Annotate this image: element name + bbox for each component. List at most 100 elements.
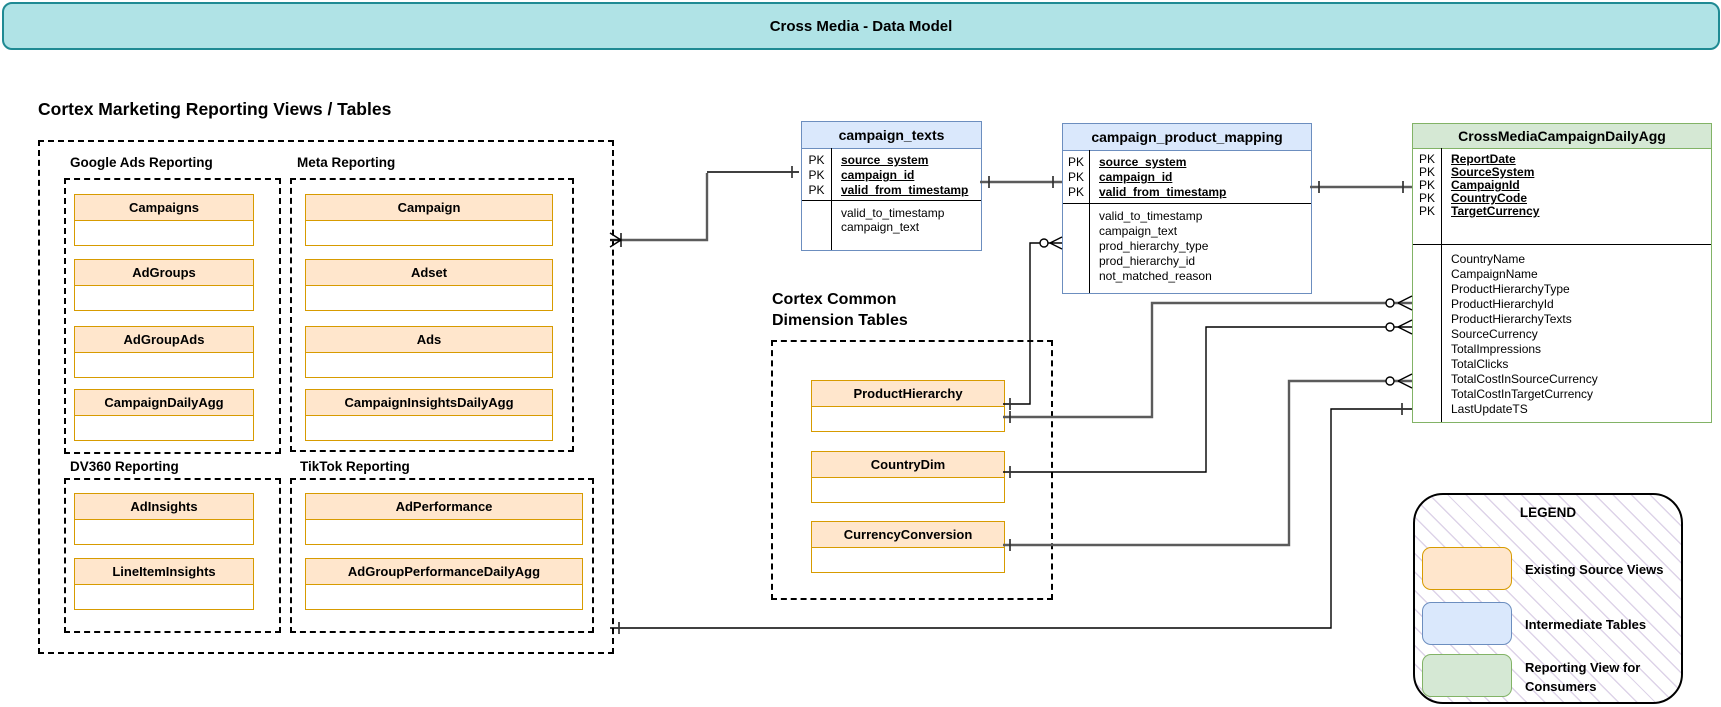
column-name: CampaignId — [1451, 177, 1520, 192]
group-tiktok-container[interactable] — [290, 478, 594, 633]
entity-producthierarchy[interactable]: ProductHierarchy — [811, 380, 1005, 432]
legend-label-intermediate-tables: Intermediate Tables — [1525, 617, 1647, 632]
rel-campaign-texts-to-campaign-product-mapping[interactable] — [980, 176, 1062, 188]
column-name: source_system — [841, 152, 929, 167]
entity-adgroupperformancedailyagg-title: AdGroupPerformanceDailyAgg — [306, 559, 582, 585]
entity-campaigndailyagg-title: CampaignDailyAgg — [75, 390, 253, 416]
pk-badge: PK — [808, 167, 825, 182]
column-name: prod_hierarchy_type — [1099, 238, 1209, 253]
column-name: ProductHierarchyTexts — [1451, 311, 1572, 326]
rel-countrydim-to-agg[interactable] — [1003, 319, 1413, 478]
column-name: campaign_text — [1099, 223, 1178, 238]
entity-lineiteminsights[interactable]: LineItemInsights — [74, 558, 254, 610]
column-name: CountryCode — [1451, 190, 1527, 205]
entity-campaign-body — [306, 221, 552, 245]
entity-campaigndailyagg[interactable]: CampaignDailyAgg — [74, 389, 254, 441]
group-dv360-container[interactable] — [64, 478, 281, 633]
entity-campaigninsightsdailyagg-title: CampaignInsightsDailyAgg — [306, 390, 552, 416]
column-name: campaign_id — [1099, 169, 1173, 184]
pk-badge: PK — [1067, 169, 1084, 184]
table-campaign-texts[interactable]: campaign_texts PK source_system PK campaig… — [801, 121, 982, 251]
legend-swatch-existing-source-views — [1422, 547, 1512, 590]
column-name: TotalCostInTargetCurrency — [1451, 386, 1594, 401]
entity-currencyconversion[interactable]: CurrencyConversion — [811, 521, 1005, 573]
pk-column-divider — [1441, 148, 1442, 422]
dimension-heading-line2: Dimension Tables — [772, 312, 908, 329]
pk-badge: PK — [1418, 151, 1435, 166]
entity-campaigns[interactable]: Campaigns — [74, 194, 254, 246]
group-label-tiktok: TikTok Reporting — [300, 459, 410, 474]
entity-adset-title: Adset — [306, 260, 552, 286]
legend-title: LEGEND — [1519, 505, 1577, 520]
legend-label-existing-source-views: Existing Source Views — [1525, 562, 1664, 577]
column-name: ProductHierarchyId — [1451, 296, 1554, 311]
entity-adgroupads-title: AdGroupAds — [75, 327, 253, 353]
entity-adgroupads[interactable]: AdGroupAds — [74, 326, 254, 378]
group-google-ads-container[interactable] — [64, 178, 281, 454]
pk-badge: PK — [1418, 190, 1435, 205]
group-label-google-ads: Google Ads Reporting — [70, 155, 213, 170]
entity-ads-body — [306, 353, 552, 377]
column-name: TotalImpressions — [1451, 341, 1542, 356]
pk-badge: PK — [1418, 164, 1435, 179]
entity-campaigns-body — [75, 221, 253, 245]
entity-lineiteminsights-body — [75, 585, 253, 609]
group-meta-container[interactable] — [290, 178, 574, 452]
column-name: valid_from_timestamp — [841, 182, 969, 197]
legend-panel[interactable]: LEGEND Existing Source Views Intermediat… — [1413, 493, 1683, 704]
entity-adperformance[interactable]: AdPerformance — [305, 493, 583, 545]
marketing-section-container[interactable] — [38, 140, 614, 654]
title-banner[interactable]: Cross Media - Data Model — [2, 2, 1720, 50]
rel-currencyconversion-to-agg[interactable] — [1003, 373, 1413, 551]
rel-producthierarchy-to-agg[interactable] — [1003, 295, 1413, 423]
column-name: ReportDate — [1451, 151, 1516, 166]
entity-adgroups[interactable]: AdGroups — [74, 259, 254, 311]
column-name: CampaignName — [1451, 266, 1538, 281]
entity-ads-title: Ads — [306, 327, 552, 353]
column-name: TargetCurrency — [1451, 203, 1540, 218]
entity-adgroupperformancedailyagg-body — [306, 585, 582, 609]
pk-badge: PK — [808, 152, 825, 167]
entity-ads[interactable]: Ads — [305, 326, 553, 378]
diagram-title: Cross Media - Data Model — [769, 17, 953, 35]
pk-column-divider — [1089, 150, 1090, 293]
column-name: SourceSystem — [1451, 164, 1535, 179]
pk-badge: PK — [1067, 154, 1084, 169]
entity-adgroupads-body — [75, 353, 253, 377]
entity-countrydim[interactable]: CountryDim — [811, 451, 1005, 503]
legend-swatch-intermediate-tables — [1422, 602, 1512, 645]
entity-adinsights-title: AdInsights — [75, 494, 253, 520]
table-campaign-texts-title: campaign_texts — [802, 122, 981, 149]
table-crossmediacampaigndailyagg-title: CrossMediaCampaignDailyAgg — [1413, 124, 1711, 149]
entity-currencyconversion-body — [812, 548, 1004, 572]
entity-currencyconversion-title: CurrencyConversion — [812, 522, 1004, 548]
table-campaign-product-mapping-title: campaign_product_mapping — [1063, 124, 1311, 151]
column-name: prod_hierarchy_id — [1099, 253, 1196, 268]
entity-adgroups-title: AdGroups — [75, 260, 253, 286]
column-name: LastUpdateTS — [1451, 401, 1528, 416]
column-name: CountryName — [1451, 251, 1526, 266]
entity-adgroups-body — [75, 286, 253, 310]
column-name: valid_to_timestamp — [1099, 208, 1203, 223]
group-label-meta: Meta Reporting — [297, 155, 396, 170]
pk-badge: PK — [808, 182, 825, 197]
entity-campaigninsightsdailyagg[interactable]: CampaignInsightsDailyAgg — [305, 389, 553, 441]
entity-adset[interactable]: Adset — [305, 259, 553, 311]
column-name: campaign_id — [841, 167, 915, 182]
entity-lineiteminsights-title: LineItemInsights — [75, 559, 253, 585]
entity-countrydim-title: CountryDim — [812, 452, 1004, 478]
dimension-section-heading: Cortex Common Dimension Tables — [772, 289, 908, 331]
rel-campaign-product-mapping-to-agg[interactable] — [1310, 181, 1412, 193]
entity-adgroupperformancedailyagg[interactable]: AdGroupPerformanceDailyAgg — [305, 558, 583, 610]
entity-adinsights[interactable]: AdInsights — [74, 493, 254, 545]
column-name: TotalCostInSourceCurrency — [1451, 371, 1598, 386]
entity-adinsights-body — [75, 520, 253, 544]
entity-campaign-title: Campaign — [306, 195, 552, 221]
entity-adperformance-body — [306, 520, 582, 544]
pk-badge: PK — [1418, 203, 1435, 218]
entity-campaign[interactable]: Campaign — [305, 194, 553, 246]
rel-reporting-views-to-campaign-texts[interactable] — [609, 166, 799, 248]
